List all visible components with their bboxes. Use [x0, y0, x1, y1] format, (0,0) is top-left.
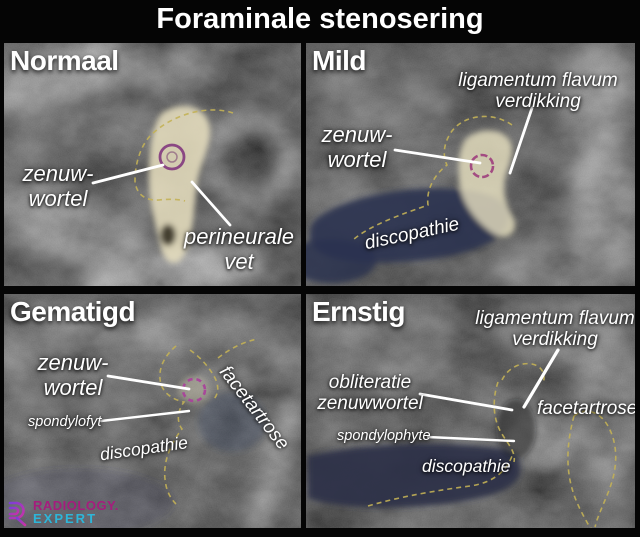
leader-line-ligamentum-flavum: [522, 348, 560, 409]
nerve-root-outline: [181, 377, 207, 403]
nerve-root-outline: [158, 143, 186, 171]
panel-title-gematigd: Gematigd: [10, 296, 136, 327]
leader-line-zenuwwortel: [106, 374, 191, 391]
disc-overlay: [4, 468, 174, 528]
panel-title-ernstig: Ernstig: [312, 296, 405, 327]
leader-line-obliteratie-zenuwwortel: [418, 392, 514, 412]
label-zenuwwortel: zenuw- wortel: [37, 350, 109, 400]
mri-image-gematigd: [4, 294, 301, 528]
radiology-expert-logo: RADIOLOGY. EXPERT: [6, 499, 119, 527]
panel-title-normaal: Normaal: [10, 45, 119, 76]
label-zenuwwortel: zenuw- wortel: [22, 161, 94, 211]
label-spondylophyte: spondylophyte: [337, 428, 431, 444]
label-facetartrose: facetartrose: [537, 398, 635, 419]
nerve-root-outline: [469, 153, 495, 179]
logo-brand-expert: EXPERT: [33, 511, 98, 526]
perineural-fat-overlay: [458, 130, 516, 237]
panel-normaal: Normaal zenuw- wortel perineurale vet: [4, 43, 301, 286]
label-ligamentum-flavum-verdikking: ligamentum flavum verdikking: [458, 70, 618, 113]
leader-line-ligamentum-flavum: [508, 106, 534, 175]
label-zenuwwortel: zenuw- wortel: [321, 122, 393, 172]
perineural-fat-overlay: [148, 106, 211, 263]
panel-title-mild: Mild: [312, 45, 367, 76]
disc-overlay: [308, 443, 521, 508]
foramen-dashed-outline: [159, 338, 259, 505]
logo-brand-radiology: RADIOLOGY.: [33, 498, 119, 513]
mri-image-normaal: [4, 43, 301, 286]
mri-image-mild: [306, 43, 635, 286]
foramen-dashed-outline: [134, 109, 234, 202]
leader-line-zenuwwortel: [91, 163, 165, 185]
figure-title: Foraminale stenosering: [156, 3, 484, 35]
panel-gematigd: Gematigd zenuw- wortel spondylofyt disco…: [4, 294, 301, 528]
label-ligamentum-flavum-verdikking: ligamentum flavum verdikking: [475, 308, 635, 351]
panel-mild: Mild ligamentum flavum verdikking zenuw-…: [306, 43, 635, 286]
panel-ernstig: Ernstig ligamentum flavum verdikking obl…: [306, 294, 635, 528]
label-perineurale-vet: perineurale vet: [183, 224, 295, 274]
label-spondylofyt: spondylofyt: [28, 414, 102, 430]
leader-line-spondylophyte: [426, 435, 516, 443]
leader-line-perineurale-vet: [190, 180, 232, 227]
leader-line-zenuwwortel: [393, 148, 482, 165]
label-obliteratie-zenuwwortel: obliteratie zenuwwortel: [317, 372, 423, 415]
foramen-dashed-outline: [353, 115, 513, 240]
leader-line-spondylofyt: [99, 409, 191, 423]
label-discopathie: discopathie: [422, 456, 511, 476]
foramen-dashed-outline: [367, 362, 617, 528]
mri-image-ernstig: [306, 294, 635, 528]
logo-r-icon: [8, 501, 27, 527]
